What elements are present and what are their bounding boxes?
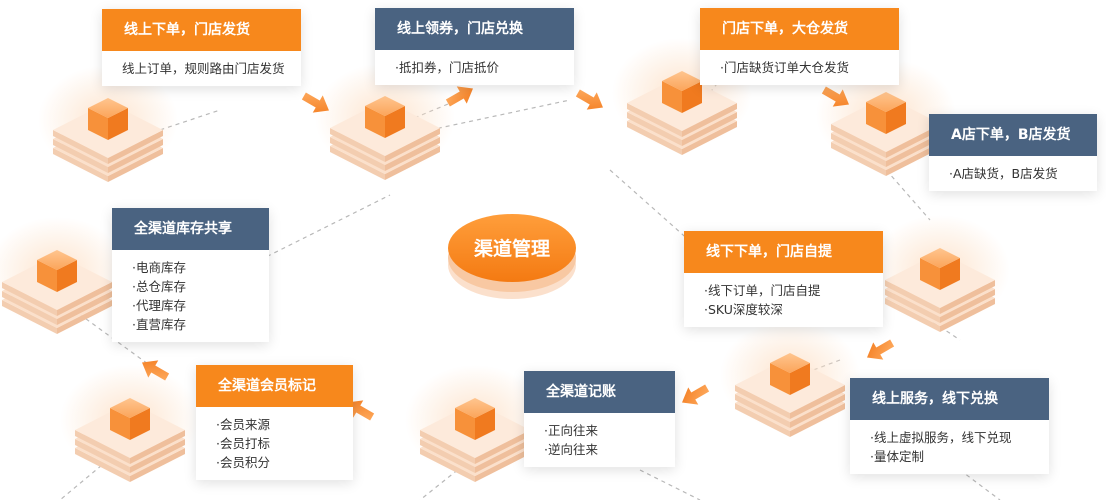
card-item: ·逆向往来 [544, 442, 598, 457]
cube-platform-icon [315, 63, 455, 180]
cube-platform-icon [60, 365, 200, 482]
cube-platform-icon [38, 65, 178, 182]
flow-arrow-icon [867, 339, 895, 360]
card-body: ·抵扣券，门店抵价 [375, 50, 574, 85]
card-title: 门店下单，大仓发货 [700, 8, 899, 50]
cube-platform-icons [0, 38, 1010, 482]
flow-arrows [142, 86, 895, 421]
card-title: 线上服务，线下兑换 [850, 378, 1049, 420]
card-item: 线上订单，规则路由门店发货 [122, 61, 285, 76]
card-item: ·电商库存 [132, 260, 186, 275]
flow-card-c6: 线下下单，门店自提 ·线下订单，门店自提 ·SKU深度较深 [684, 231, 883, 327]
cube-platform-icon [612, 38, 752, 155]
flow-card-c8: 全渠道记账 ·正向往来 ·逆向往来 [524, 371, 675, 467]
card-body: 线上订单，规则路由门店发货 [102, 51, 301, 86]
card-item: ·会员积分 [216, 455, 270, 470]
card-body: ·线上虚拟服务，线下兑现 ·量体定制 [850, 420, 1049, 474]
card-item: ·线下订单，门店自提 [704, 283, 821, 298]
card-body: ·电商库存 ·总仓库存 ·代理库存 ·直营库存 [112, 250, 269, 342]
flow-arrow-icon [821, 86, 849, 107]
cube-platform-icon [870, 215, 1010, 332]
flow-arrow-icon [301, 92, 329, 113]
card-item: ·A店缺货，B店发货 [949, 166, 1058, 181]
flow-card-c7: 全渠道会员标记 ·会员来源 ·会员打标 ·会员积分 [196, 365, 353, 480]
cube-platform-icon [720, 320, 860, 437]
cube-platform-icon [405, 365, 545, 482]
card-body: ·门店缺货订单大仓发货 [700, 50, 899, 85]
flow-arrow-icon [682, 384, 710, 405]
card-item: ·SKU深度较深 [704, 302, 783, 317]
card-body: ·会员来源 ·会员打标 ·会员积分 [196, 407, 353, 480]
center-node: 渠道管理 [448, 214, 576, 299]
card-item: ·会员来源 [216, 417, 270, 432]
center-label: 渠道管理 [474, 237, 550, 260]
flow-arrow-icon [347, 400, 375, 421]
flow-arrow-icon [445, 86, 473, 107]
card-title: A店下单，B店发货 [929, 114, 1097, 156]
card-item: ·代理库存 [132, 298, 186, 313]
card-title: 全渠道记账 [524, 371, 675, 413]
card-title: 线上下单，门店发货 [102, 9, 301, 51]
card-title: 全渠道会员标记 [196, 365, 353, 407]
flow-card-c4: A店下单，B店发货 ·A店缺货，B店发货 [929, 114, 1097, 191]
flow-arrow-icon [575, 89, 603, 110]
card-title: 线上领券，门店兑换 [375, 8, 574, 50]
card-item: ·抵扣券，门店抵价 [395, 60, 499, 75]
card-item: ·会员打标 [216, 436, 270, 451]
flow-card-c1: 线上下单，门店发货线上订单，规则路由门店发货 [102, 9, 301, 86]
card-item: ·总仓库存 [132, 279, 186, 294]
card-item: ·线上虚拟服务，线下兑现 [870, 430, 1012, 445]
cube-platform-icon [0, 217, 127, 334]
card-body: ·正向往来 ·逆向往来 [524, 413, 675, 467]
flow-arrow-icon [142, 360, 170, 381]
card-body: ·线下订单，门店自提 ·SKU深度较深 [684, 273, 883, 327]
flow-card-c3: 门店下单，大仓发货 ·门店缺货订单大仓发货 [700, 8, 899, 85]
card-title: 线下下单，门店自提 [684, 231, 883, 273]
card-title: 全渠道库存共享 [112, 208, 269, 250]
card-item: ·门店缺货订单大仓发货 [720, 60, 849, 75]
cube-platform-icon [816, 59, 956, 176]
flow-card-c2: 线上领券，门店兑换 ·抵扣券，门店抵价 [375, 8, 574, 85]
card-item: ·量体定制 [870, 449, 924, 464]
card-item: ·正向往来 [544, 423, 598, 438]
card-item: ·直营库存 [132, 317, 186, 332]
flow-card-c9: 线上服务，线下兑换 ·线上虚拟服务，线下兑现 ·量体定制 [850, 378, 1049, 474]
flow-card-c5: 全渠道库存共享 ·电商库存 ·总仓库存 ·代理库存 ·直营库存 [112, 208, 269, 342]
card-body: ·A店缺货，B店发货 [929, 156, 1097, 191]
